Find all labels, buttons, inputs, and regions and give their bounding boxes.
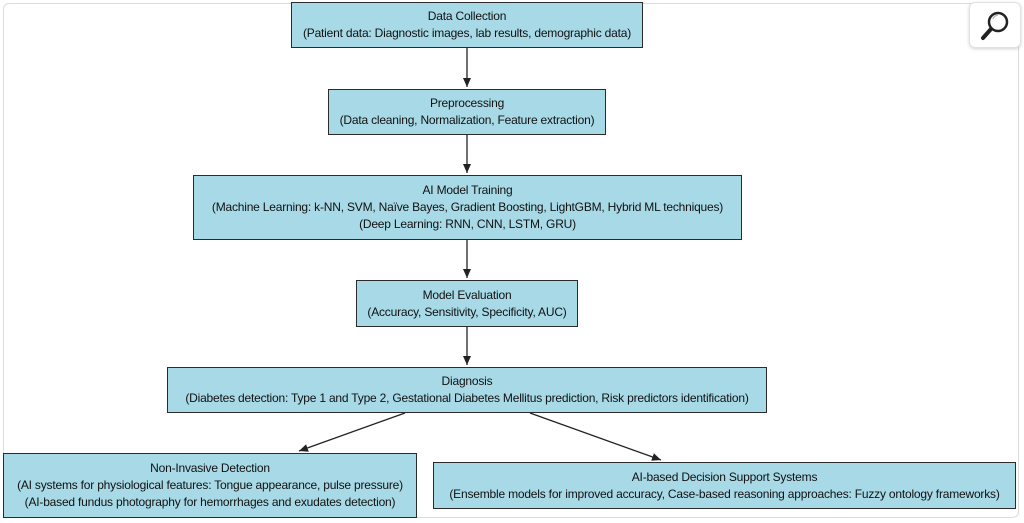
node-detail: (AI systems for physiological features: … (17, 478, 403, 492)
node-data-collection: Data Collection (Patient data: Diagnosti… (291, 2, 643, 48)
node-detail: (Accuracy, Sensitivity, Specificity, AUC… (367, 304, 567, 319)
magnifier-icon (981, 11, 1009, 40)
node-title: Preprocessing (429, 96, 505, 110)
node-non-invasive-detection: Non-Invasive Detection (AI systems for p… (3, 453, 417, 518)
node-preprocessing: Preprocessing (Data cleaning, Normalizat… (328, 89, 606, 135)
node-detail: (Diabetes detection: Type 1 and Type 2, … (185, 391, 749, 405)
node-title: AI-based Decision Support Systems (631, 469, 818, 484)
node-detail: (Patient data: Diagnostic images, lab re… (302, 26, 632, 40)
node-detail: (Deep Learning: RNN, CNN, LSTM, GRU) (359, 217, 576, 231)
node-title: Non-Invasive Detection (150, 461, 270, 475)
node-detail: (Machine Learning: k-NN, SVM, Naïve Baye… (211, 200, 724, 214)
node-title: Data Collection (427, 9, 507, 23)
canvas-frame (3, 3, 1019, 518)
node-title: Diagnosis (441, 374, 493, 388)
node-title: Model Evaluation (422, 287, 512, 302)
zoom-button[interactable] (969, 2, 1021, 48)
node-detail: (Ensemble models for improved accuracy, … (449, 486, 1000, 501)
node-ai-model-training: AI Model Training (Machine Learning: k-N… (193, 175, 742, 240)
node-detail: (AI-based fundus photography for hemorrh… (24, 495, 396, 509)
node-model-evaluation: Model Evaluation (Accuracy, Sensitivity,… (356, 280, 578, 327)
node-detail: (Data cleaning, Normalization, Feature e… (339, 113, 595, 127)
node-decision-support: AI-based Decision Support Systems (Ensem… (433, 462, 1016, 509)
node-diagnosis: Diagnosis (Diabetes detection: Type 1 an… (167, 367, 767, 413)
node-title: AI Model Training (422, 183, 513, 197)
